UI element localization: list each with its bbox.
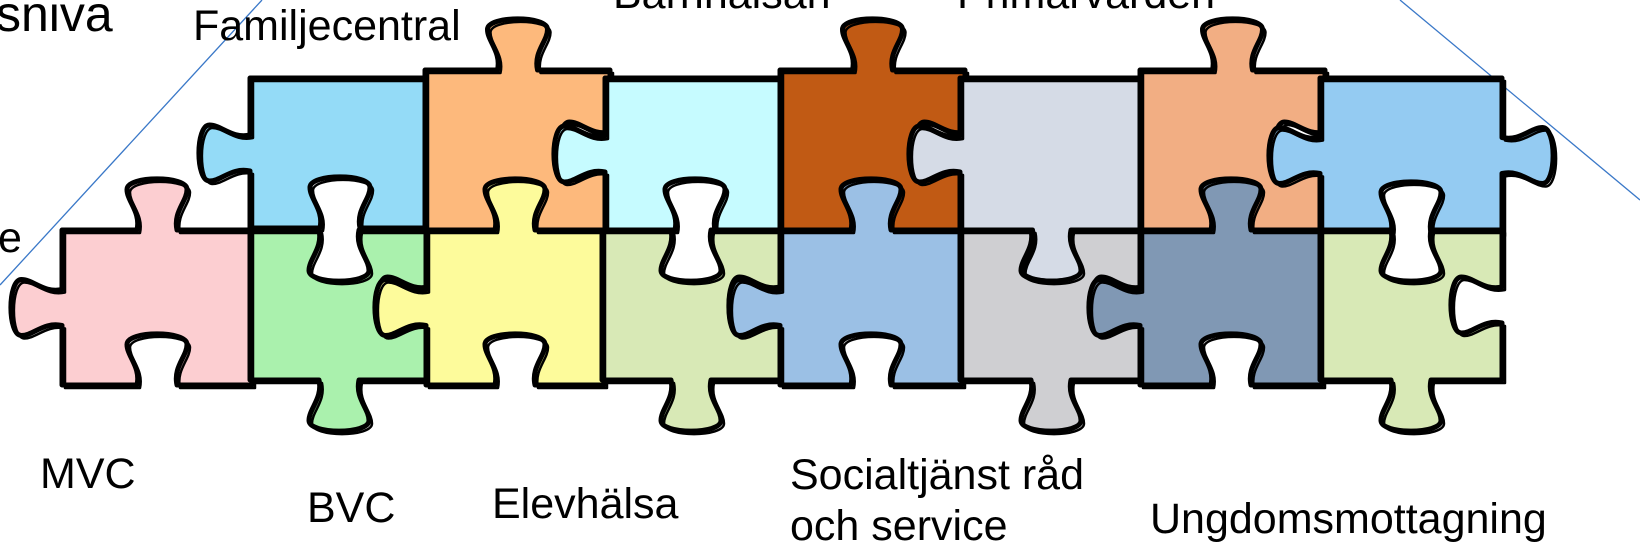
cropped-text-fragment: e <box>0 214 22 262</box>
decor-line-1 <box>1399 0 1640 201</box>
label-socialtjanst-line2: och service <box>790 502 1008 550</box>
bottom-piece-1 <box>8 176 308 390</box>
label-mvc: MVC <box>40 450 136 498</box>
decorative-diagonal-lines <box>0 0 1640 286</box>
bottom-piece-5 <box>726 176 1018 390</box>
top-piece-1 <box>196 75 486 233</box>
bottom-piece-3 <box>372 176 660 390</box>
puzzle-bottom-row <box>8 176 1507 436</box>
decor-line-0 <box>0 0 263 286</box>
label-ungdomsmottagning: Ungdomsmottagning <box>1150 495 1547 543</box>
top-piece-7 <box>1266 75 1558 238</box>
label-bvc: BVC <box>307 484 396 532</box>
puzzle-top-row <box>196 16 1558 286</box>
label-elevhalsa: Elevhälsa <box>492 480 679 528</box>
label-primarvarden: Primärvården <box>957 0 1215 18</box>
bottom-piece-8 <box>1317 227 1507 436</box>
bottom-piece-7 <box>1086 176 1378 390</box>
label-barnhalsan: Barnhälsan <box>613 0 831 18</box>
cropped-heading-fragment: sniva <box>0 0 113 42</box>
label-familjecentral: Familjecentral <box>193 2 461 50</box>
label-socialtjanst-line1: Socialtjänst råd <box>790 451 1084 499</box>
